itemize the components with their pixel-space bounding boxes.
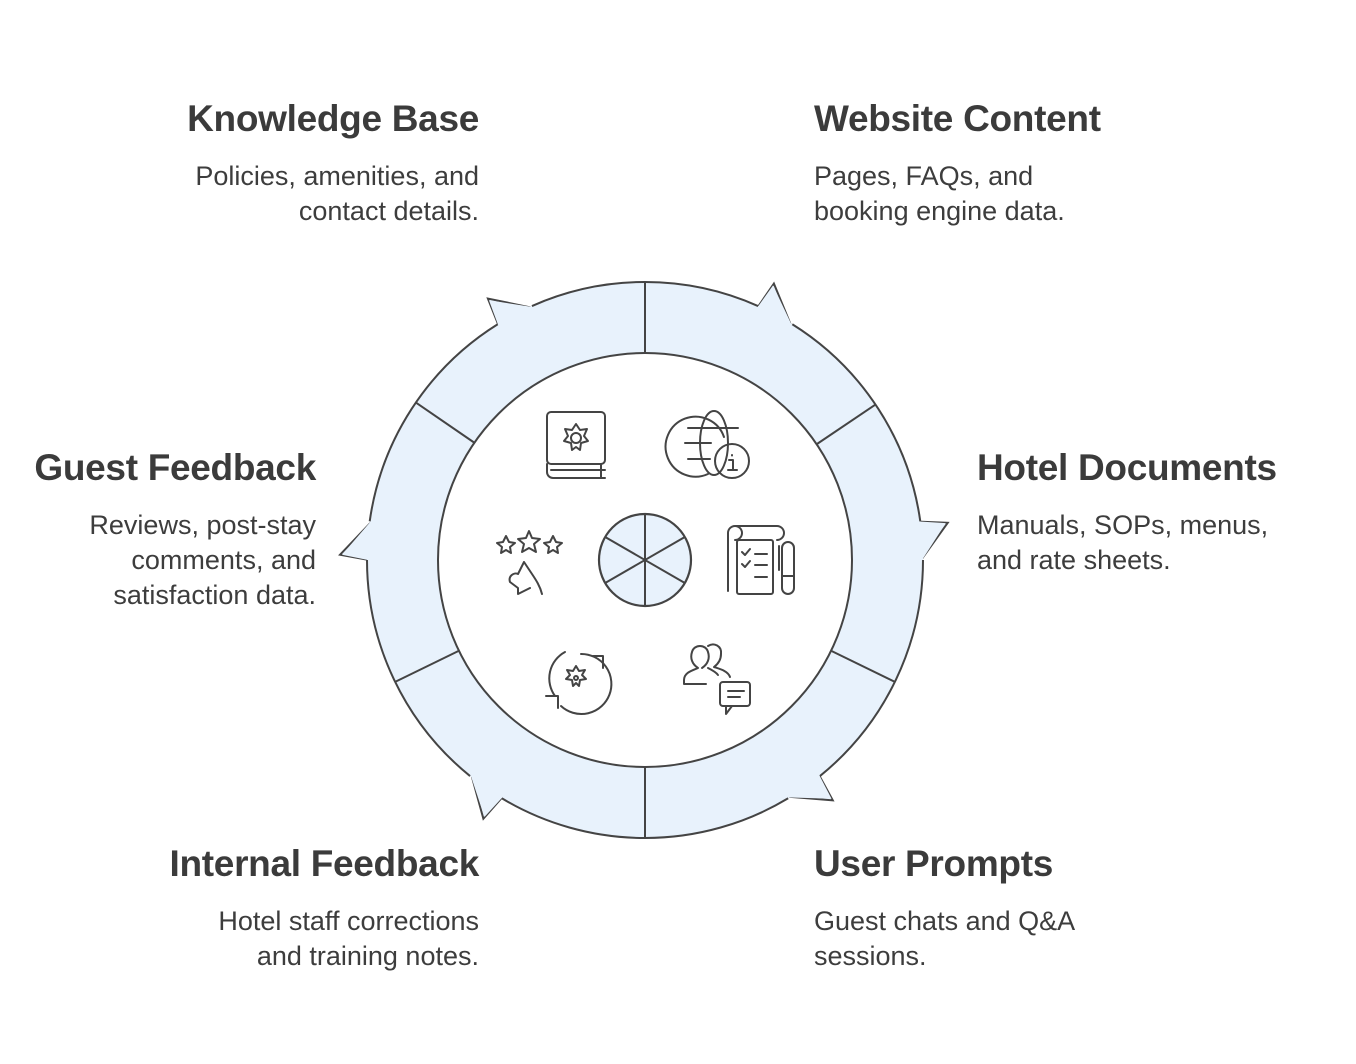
- gear-book-icon: [546, 411, 606, 479]
- item-title: Hotel Documents: [977, 447, 1277, 488]
- ring-pointer-fill: [470, 775, 503, 817]
- segment-divider: [830, 649, 896, 683]
- item-desc: Manuals, SOPs, menus,and rate sheets.: [977, 510, 1269, 575]
- ring-outer-arc: [368, 323, 499, 522]
- ring-outer-arc: [366, 559, 471, 777]
- item-title: Guest Feedback: [34, 447, 316, 488]
- segment-divider: [415, 401, 475, 444]
- ring-pointer-fill: [757, 285, 792, 326]
- center-pie-slice-line: [604, 536, 686, 584]
- ring-pointer-fill: [342, 521, 371, 560]
- segment-divider: [394, 649, 460, 683]
- gear-cycle-icon: [545, 651, 613, 715]
- ring-outer-arc: [819, 559, 924, 777]
- ring-pointer-fill: [488, 300, 533, 326]
- users-chat-icon: [683, 643, 751, 715]
- segment-divider: [816, 403, 877, 446]
- item-hotel-documents: Hotel Documents Manuals, SOPs, menus,and…: [977, 446, 1277, 578]
- item-internal-feedback: Internal Feedback Hotel staff correction…: [169, 842, 479, 974]
- item-title: User Prompts: [814, 843, 1054, 884]
- ring-outer-arc: [791, 323, 922, 522]
- ring-pointer-fill: [787, 775, 832, 799]
- item-title: Knowledge Base: [187, 98, 479, 139]
- checklist-document-icon: [727, 525, 795, 595]
- item-title: Website Content: [814, 98, 1101, 139]
- globe-info-icon: [664, 410, 750, 479]
- stars-rating-icon: [496, 530, 563, 595]
- item-title: Internal Feedback: [169, 843, 479, 884]
- ring-pointer-fill: [919, 521, 946, 560]
